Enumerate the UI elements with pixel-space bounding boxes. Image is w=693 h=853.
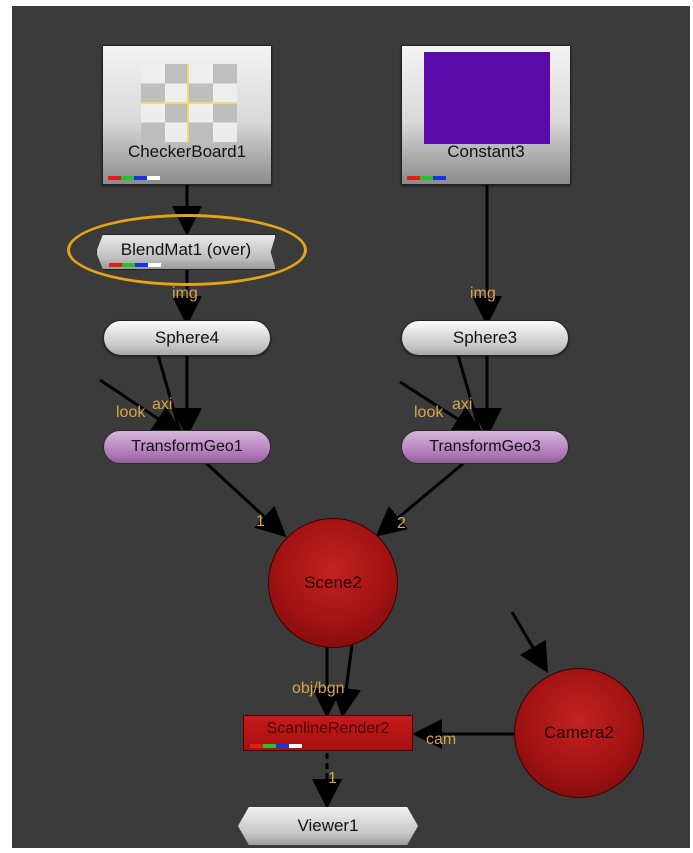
blue-channel-chip — [134, 176, 147, 180]
edge-label-viewer-input: 1 — [328, 770, 337, 787]
scanlinerender2-label: ScanlineRender2 — [266, 720, 390, 737]
sphere4-node[interactable]: Sphere4 — [103, 320, 271, 356]
green-channel-chip — [263, 744, 276, 748]
edge-label-img-right: img — [470, 285, 496, 302]
edge-label-obj-bgn: obj/bgn — [292, 680, 345, 697]
blendmat-node[interactable]: BlendMat1 (over) — [96, 234, 276, 270]
transformgeo3-node[interactable]: TransformGeo3 — [401, 430, 569, 464]
edge-label-look-left: look — [116, 404, 146, 421]
edge-label-img-left: img — [172, 285, 198, 302]
edge-label-look-right: look — [414, 404, 444, 421]
sphere4-label: Sphere4 — [154, 328, 220, 347]
edge-label-cam: cam — [426, 731, 457, 748]
sphere3-node[interactable]: Sphere3 — [401, 320, 569, 356]
green-channel-chip — [121, 176, 134, 180]
edge-label-input-2: 2 — [397, 515, 406, 532]
red-channel-chip — [407, 176, 420, 180]
viewer1-node[interactable]: Viewer1 — [238, 807, 418, 845]
sphere3-label: Sphere3 — [452, 328, 518, 347]
red-channel-chip — [109, 263, 122, 267]
camera2-node[interactable]: Camera2 — [514, 668, 644, 798]
channel-chips — [407, 176, 446, 180]
red-channel-chip — [108, 176, 121, 180]
checkerboard-thumbnail — [141, 64, 237, 142]
blue-channel-chip — [276, 744, 289, 748]
green-channel-chip — [122, 263, 135, 267]
channel-chips — [250, 744, 302, 748]
selection-highlight-ring — [67, 214, 307, 286]
alpha-channel-chip — [147, 176, 160, 180]
constant-node[interactable]: Constant3 — [401, 45, 571, 185]
channel-chips — [108, 176, 160, 180]
blendmat-label: BlendMat1 (over) — [120, 240, 252, 259]
edge-label-axi-right: axi — [452, 396, 473, 413]
alpha-channel-chip — [148, 263, 161, 267]
transformgeo1-label: TransformGeo1 — [131, 438, 243, 455]
blue-channel-chip — [135, 263, 148, 267]
edge-label-input-1: 1 — [256, 513, 265, 530]
edge-label-axi-left: axi — [152, 396, 173, 413]
channel-chips — [109, 263, 161, 267]
red-channel-chip — [250, 744, 263, 748]
transformgeo1-node[interactable]: TransformGeo1 — [103, 430, 271, 464]
checkerboard-label: CheckerBoard1 — [127, 142, 247, 161]
scene2-label: Scene2 — [304, 573, 362, 592]
alpha-channel-chip — [289, 744, 302, 748]
constant-color-thumbnail — [424, 52, 550, 144]
transformgeo3-label: TransformGeo3 — [429, 438, 541, 455]
scanlinerender2-node[interactable]: ScanlineRender2 — [243, 715, 413, 751]
checkerboard-node[interactable]: CheckerBoard1 — [102, 45, 272, 185]
green-channel-chip — [420, 176, 433, 180]
scene2-node[interactable]: Scene2 — [268, 518, 398, 648]
camera2-label: Camera2 — [544, 723, 614, 742]
constant-label: Constant3 — [447, 142, 525, 161]
blue-channel-chip — [433, 176, 446, 180]
viewer1-label: Viewer1 — [297, 816, 359, 835]
